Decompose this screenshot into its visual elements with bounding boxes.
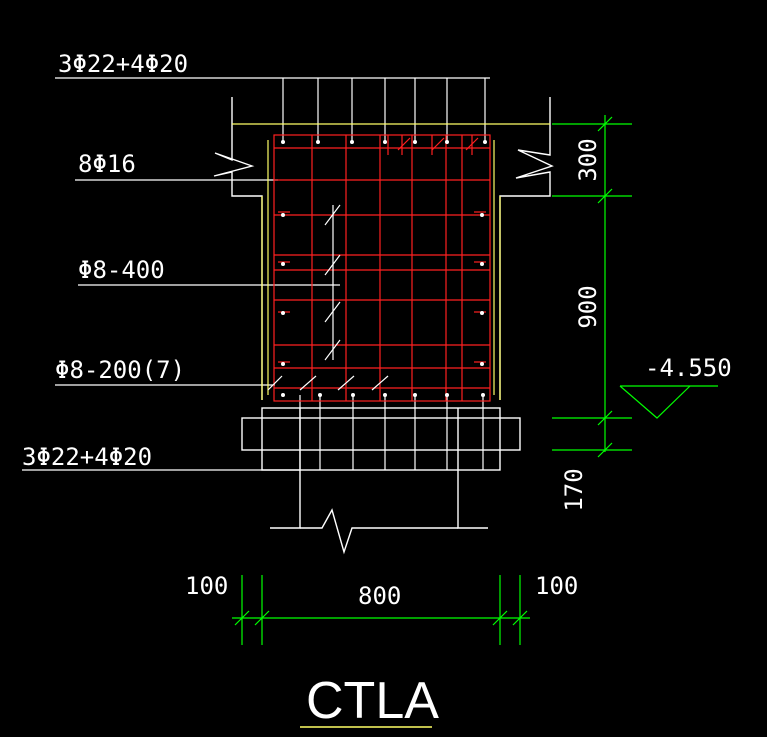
label-side-rebar: 8Φ16	[78, 150, 136, 178]
break-symbol	[300, 508, 458, 555]
rebar-dots	[281, 140, 487, 397]
bottom-rebar-ticks	[299, 395, 484, 470]
right-slab-stub	[499, 97, 554, 400]
dimension-lines	[232, 115, 718, 645]
beam-outline	[213, 97, 554, 555]
bottom-cap-inner	[261, 407, 501, 471]
top-rebar-ticks	[282, 78, 486, 142]
bottom-cap	[241, 417, 521, 451]
label-tie-a: Φ8-400	[78, 256, 165, 284]
label-tie-b: Φ8-200(7)	[55, 356, 185, 384]
dim-height-bottom: 170	[560, 468, 588, 511]
outer-stirrup	[273, 134, 491, 402]
dim-width-right: 100	[535, 572, 578, 600]
label-top-rebar: 3Φ22+4Φ20	[58, 50, 188, 78]
dim-height-top: 300	[574, 138, 602, 181]
tie-marks	[267, 204, 389, 391]
pile-stem-left	[270, 408, 301, 529]
leader-lines	[22, 77, 490, 471]
label-elevation: -4.550	[645, 354, 732, 382]
label-bottom-rebar: 3Φ22+4Φ20	[22, 443, 152, 471]
dim-width-left: 100	[185, 572, 228, 600]
concrete-edge	[232, 123, 550, 400]
top-tie-marks	[397, 137, 479, 151]
rebar-cage	[273, 134, 491, 402]
left-slab-stub	[213, 97, 263, 400]
dim-width-main: 800	[358, 582, 401, 610]
dim-height-mid: 900	[574, 285, 602, 328]
drawing-title: CTLA	[306, 672, 439, 730]
